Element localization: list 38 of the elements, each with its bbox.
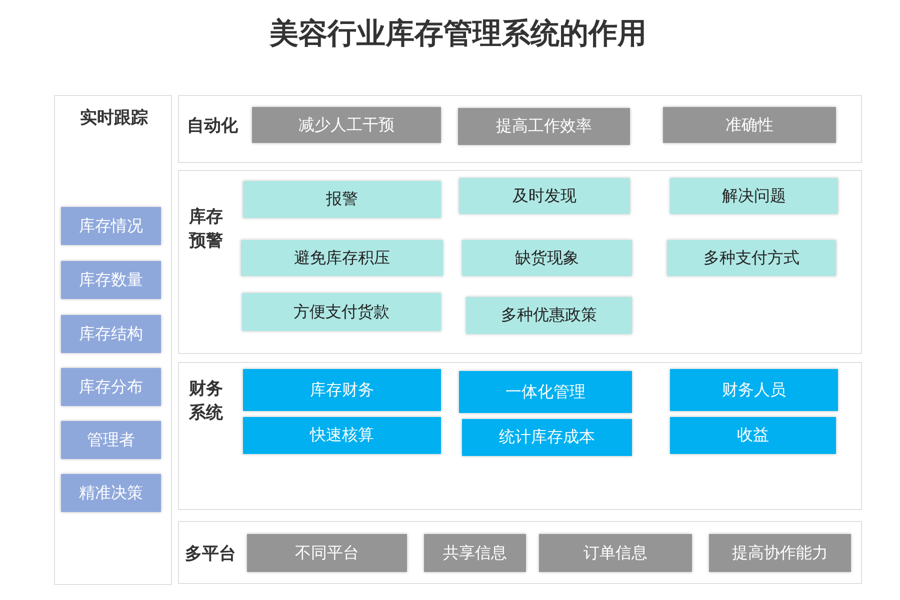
feature-box: 一体化管理 bbox=[459, 371, 632, 413]
panel bbox=[178, 170, 862, 354]
feature-box: 提高协作能力 bbox=[709, 534, 851, 572]
feature-box: 解决问题 bbox=[670, 178, 838, 214]
feature-box: 多种优惠政策 bbox=[466, 297, 632, 334]
panel bbox=[54, 95, 172, 585]
feature-box: 精准决策 bbox=[61, 474, 161, 512]
feature-box: 报警 bbox=[243, 181, 441, 218]
feature-box: 准确性 bbox=[663, 107, 836, 143]
feature-box: 缺货现象 bbox=[462, 240, 632, 276]
panel-heading: 实时跟踪 bbox=[79, 107, 149, 130]
feature-box: 方便支付货款 bbox=[242, 293, 441, 331]
feature-box: 库存结构 bbox=[61, 315, 161, 353]
panel-heading: 多平台 bbox=[185, 543, 237, 566]
feature-box: 共享信息 bbox=[424, 534, 526, 572]
feature-box: 避免库存积压 bbox=[241, 240, 443, 276]
feature-box: 库存分布 bbox=[61, 368, 161, 406]
feature-box: 订单信息 bbox=[539, 534, 692, 572]
feature-box: 财务人员 bbox=[670, 369, 838, 411]
feature-box: 管理者 bbox=[61, 421, 161, 459]
feature-box: 库存财务 bbox=[243, 369, 441, 411]
panel-heading: 库存预警 bbox=[189, 206, 224, 253]
panel bbox=[178, 362, 862, 510]
feature-box: 多种支付方式 bbox=[667, 240, 836, 276]
feature-box: 提高工作效率 bbox=[458, 108, 630, 145]
feature-box: 库存情况 bbox=[61, 207, 161, 245]
feature-box: 快速核算 bbox=[243, 417, 441, 454]
feature-box: 不同平台 bbox=[247, 534, 407, 572]
panel bbox=[178, 521, 862, 584]
title: 美容行业库存管理系统的作用 bbox=[268, 15, 648, 52]
feature-box: 统计库存成本 bbox=[462, 419, 632, 456]
feature-box: 及时发现 bbox=[459, 178, 630, 214]
panel-heading: 财务系统 bbox=[189, 378, 224, 425]
panel bbox=[178, 95, 862, 163]
feature-box: 库存数量 bbox=[61, 261, 161, 299]
panel-heading: 自动化 bbox=[187, 115, 239, 138]
feature-box: 减少人工干预 bbox=[252, 107, 441, 143]
feature-box: 收益 bbox=[670, 417, 836, 454]
